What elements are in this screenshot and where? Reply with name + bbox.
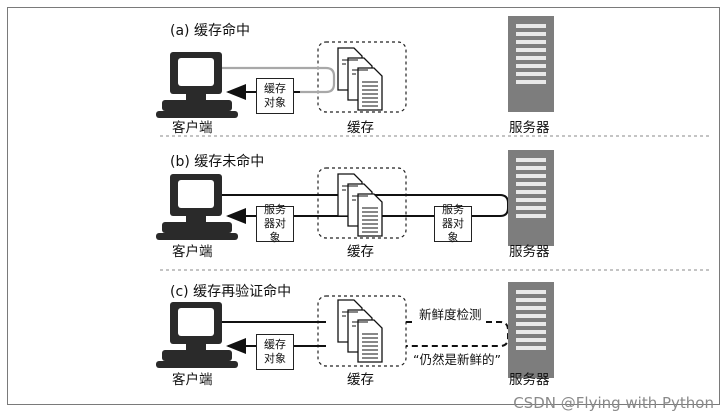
server-object-box-server-side: 服务器对象 [434, 203, 472, 244]
cached-object-box: 缓存对象 [256, 78, 294, 114]
cache-dashed-box [317, 295, 407, 367]
client-label: 客户端 [172, 120, 213, 136]
watermark: CSDN @Flying with Python [513, 394, 714, 412]
section-c-title: (c) 缓存再验证命中 [170, 284, 292, 300]
revalidation-path [406, 321, 509, 347]
server-label: 服务器 [509, 244, 550, 260]
client-computer-icon [156, 174, 238, 240]
server-icon [508, 16, 554, 112]
client-computer-icon [156, 52, 238, 118]
section-a-title: (a) 缓存命中 [170, 23, 250, 39]
cache-dashed-box [317, 167, 407, 239]
client-computer-icon [156, 302, 238, 368]
server-object-box-client-side: 服务器对象 [256, 203, 294, 244]
cache-label: 缓存 [347, 120, 374, 136]
document-stack-icon [337, 47, 383, 111]
server-label: 服务器 [509, 372, 550, 388]
server-label: 服务器 [509, 120, 550, 136]
server-icon [508, 150, 554, 246]
cache-label: 缓存 [347, 372, 374, 388]
freshness-check-label: 新鲜度检测 [416, 304, 485, 323]
document-stack-icon [337, 299, 383, 363]
cache-label: 缓存 [347, 244, 374, 260]
section-b [156, 150, 710, 271]
cached-object-box: 缓存对象 [256, 334, 294, 370]
cache-dashed-box [317, 41, 407, 113]
client-label: 客户端 [172, 244, 213, 260]
server-icon [508, 282, 554, 378]
still-fresh-label: “仍然是新鲜的” [410, 349, 504, 368]
document-stack-icon [337, 173, 383, 237]
cache-path [222, 66, 336, 94]
figure-frame [7, 7, 720, 405]
client-label: 客户端 [172, 372, 213, 388]
section-b-title: (b) 缓存未命中 [170, 154, 265, 170]
